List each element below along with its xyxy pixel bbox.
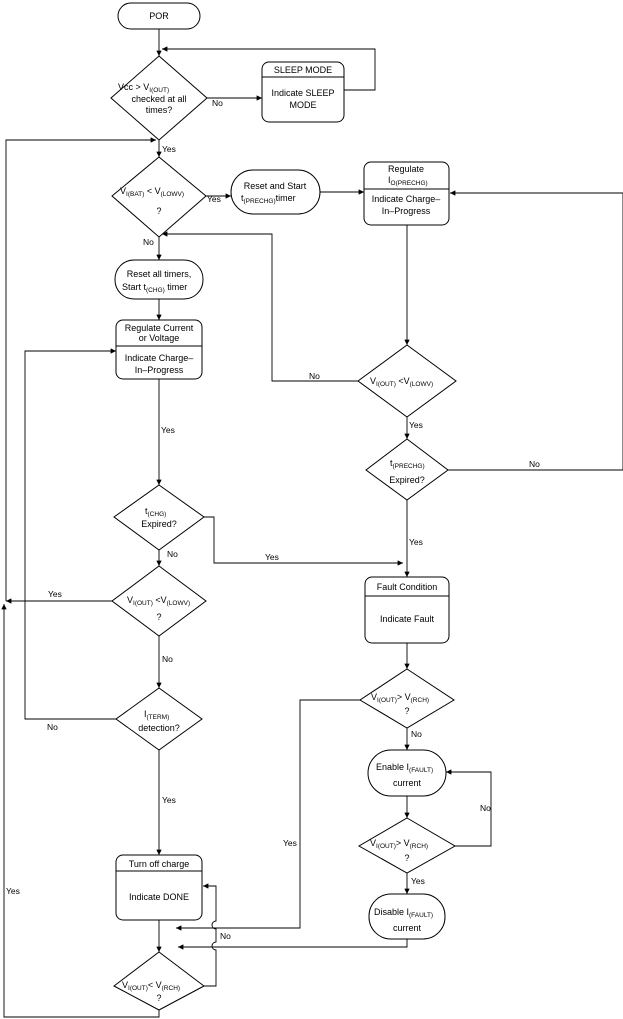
svg-text:MODE: MODE xyxy=(290,100,317,110)
svg-text:Regulate: Regulate xyxy=(388,164,424,174)
svg-text:times?: times? xyxy=(146,105,173,115)
edge-label-no: No xyxy=(309,371,320,381)
svg-text:Expired?: Expired? xyxy=(141,519,177,529)
node-por: POR xyxy=(117,2,201,30)
svg-text:In–Progress: In–Progress xyxy=(135,365,184,375)
svg-text:Reset all timers,: Reset all timers, xyxy=(127,269,192,279)
svg-text:Enable I(FAULT): Enable I(FAULT) xyxy=(376,762,433,774)
svg-text:?: ? xyxy=(404,706,409,716)
edge-label-no: No xyxy=(220,931,231,941)
node-vout-lowv: VI(OUT) <V(LOWV) ? xyxy=(111,565,207,637)
edge-label-no: No xyxy=(212,98,223,108)
node-reset-all-timers: Reset all timers, Start t(CHG) timer xyxy=(114,259,204,300)
node-sleep-mode: SLEEP MODE Indicate SLEEP MODE xyxy=(261,61,345,123)
node-tchg-expired: t(CHG) Expired? xyxy=(113,484,205,551)
node-turn-off-charge: Turn off charge Indicate DONE xyxy=(115,854,203,921)
svg-text:?: ? xyxy=(156,612,161,622)
svg-text:or Voltage: or Voltage xyxy=(139,333,180,343)
svg-text:VI(OUT)> V(RCH): VI(OUT)> V(RCH) xyxy=(371,692,429,704)
svg-text:t(PRECHG): t(PRECHG) xyxy=(390,458,425,470)
svg-text:Reset and Start: Reset and Start xyxy=(244,181,307,191)
edge-labels: No Yes Yes No No Yes No Yes Yes Yes No Y… xyxy=(6,98,540,941)
svg-text:Indicate Charge–: Indicate Charge– xyxy=(372,194,441,204)
svg-text:current: current xyxy=(393,778,422,788)
node-iterm-detection: I(TERM) detection? xyxy=(115,687,203,751)
node-disable-fault-current: Disable I(FAULT) current xyxy=(368,893,446,940)
svg-text:?: ? xyxy=(156,993,161,1003)
node-vout-rch-loop: VI(OUT)> V(RCH) ? xyxy=(357,817,457,874)
svg-text:?: ? xyxy=(156,206,161,216)
node-vout-rch-fault: VI(OUT)> V(RCH) ? xyxy=(359,668,455,729)
edge-label-yes: Yes xyxy=(411,876,425,886)
svg-text:Turn off charge: Turn off charge xyxy=(129,859,190,869)
svg-text:?: ? xyxy=(404,853,409,863)
svg-text:Disable I(FAULT): Disable I(FAULT) xyxy=(374,907,433,919)
node-reset-precharge: Reset and Start t(PRECHG)timer xyxy=(230,169,321,215)
svg-text:Indicate Fault: Indicate Fault xyxy=(380,614,435,624)
node-vout-rch-done: VI(OUT)< V(RCH) ? xyxy=(113,951,205,1011)
edge-label-yes: Yes xyxy=(409,537,423,547)
node-regulate-precharge: Regulate IO(PRECHG) Indicate Charge– In–… xyxy=(363,161,450,226)
edge-label-no: No xyxy=(162,654,173,664)
edge-label-yes: Yes xyxy=(162,144,176,154)
svg-text:Expired?: Expired? xyxy=(389,475,425,485)
svg-text:VI(OUT)> V(RCH): VI(OUT)> V(RCH) xyxy=(370,838,428,850)
edge-label-yes: Yes xyxy=(409,420,423,430)
node-vbat-check: VI(BAT) < V(LOWV) ? xyxy=(111,156,207,238)
svg-text:detection?: detection? xyxy=(138,723,180,733)
edge-label-no: No xyxy=(480,803,491,813)
svg-text:VI(OUT) <V(LOWV): VI(OUT) <V(LOWV) xyxy=(370,376,433,388)
node-enable-fault-current: Enable I(FAULT) current xyxy=(367,749,447,797)
edge-label-yes: Yes xyxy=(161,425,175,435)
node-regulate-current-voltage: Regulate Current or Voltage Indicate Cha… xyxy=(115,319,203,380)
svg-text:SLEEP MODE: SLEEP MODE xyxy=(274,65,332,75)
edge-label-no: No xyxy=(529,459,540,469)
edge-label-no: No xyxy=(143,237,154,247)
edge-label-yes: Yes xyxy=(207,194,221,204)
svg-text:In–Progress: In–Progress xyxy=(382,206,431,216)
edge-label-yes: Yes xyxy=(6,886,20,896)
svg-text:Fault Condition: Fault Condition xyxy=(377,582,438,592)
svg-text:Indicate Charge–: Indicate Charge– xyxy=(125,353,194,363)
edge-label-no: No xyxy=(167,549,178,559)
edge-label-yes: Yes xyxy=(265,552,279,562)
svg-text:Start t(CHG) timer: Start t(CHG) timer xyxy=(122,282,187,294)
svg-text:VI(OUT)< V(RCH): VI(OUT)< V(RCH) xyxy=(122,980,180,992)
connectors xyxy=(1,29,623,1018)
svg-text:VI(OUT) <V(LOWV): VI(OUT) <V(LOWV) xyxy=(127,595,190,607)
svg-text:t(PRECHG)timer: t(PRECHG)timer xyxy=(241,193,296,205)
por-label: POR xyxy=(149,11,169,21)
svg-text:t(CHG): t(CHG) xyxy=(145,506,166,518)
svg-text:checked at all: checked at all xyxy=(131,94,186,104)
svg-text:VI(BAT) < V(LOWV): VI(BAT) < V(LOWV) xyxy=(120,186,184,198)
svg-text:Indicate SLEEP: Indicate SLEEP xyxy=(271,88,334,98)
edge-label-no: No xyxy=(47,722,58,732)
node-vout-lowv-precharge: VI(OUT) <V(LOWV) xyxy=(357,344,457,418)
edge-label-yes: Yes xyxy=(162,795,176,805)
svg-text:IO(PRECHG): IO(PRECHG) xyxy=(388,175,428,187)
edge-label-yes: Yes xyxy=(48,589,62,599)
svg-text:Regulate Current: Regulate Current xyxy=(125,323,194,333)
svg-text:I(TERM): I(TERM) xyxy=(144,709,169,721)
svg-text:Indicate DONE: Indicate DONE xyxy=(129,892,189,902)
node-fault-condition: Fault Condition Indicate Fault xyxy=(364,576,450,644)
edge-label-no: No xyxy=(411,729,422,739)
node-vcc-check: Vcc > VI(OUT) checked at all times? xyxy=(110,55,208,141)
svg-text:Vcc > VI(OUT): Vcc > VI(OUT) xyxy=(118,82,169,94)
svg-text:current: current xyxy=(393,923,422,933)
edge-label-yes: Yes xyxy=(283,838,297,848)
node-tprechg-expired: t(PRECHG) Expired? xyxy=(365,438,449,501)
